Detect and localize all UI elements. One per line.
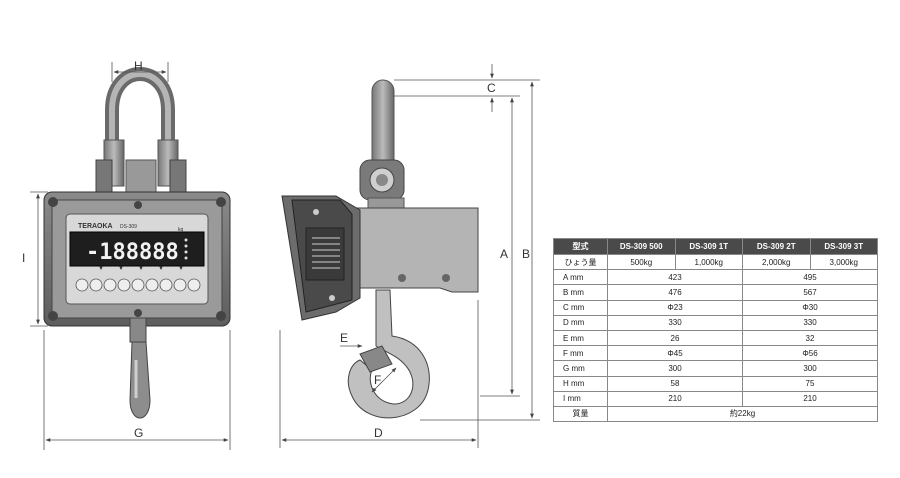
row-value-small: 210: [607, 390, 743, 407]
row-value-small: 423: [607, 269, 743, 286]
row-value-large: 495: [742, 269, 878, 286]
row-label: C mm: [553, 299, 608, 316]
capacity-2t: 2,000kg: [742, 253, 811, 271]
weight-display: -188888: [86, 240, 179, 265]
spec-header-row: 型式 DS-309 500 DS-309 1T DS-309 2T DS-309…: [553, 238, 878, 255]
table-row: B mm 476 567: [553, 284, 878, 301]
row-value-large: 330: [742, 314, 878, 331]
dim-label-i: I: [22, 251, 25, 265]
row-label: F mm: [553, 345, 608, 362]
side-dimensions: [279, 64, 540, 448]
unit-mark: kg: [178, 227, 184, 233]
row-value-small: 476: [607, 284, 743, 301]
capacity-row: ひょう量 500kg 1,000kg 2,000kg 3,000kg: [553, 253, 878, 271]
row-label: D mm: [553, 314, 608, 331]
front-dimensions: [30, 62, 231, 450]
header-model: 型式: [553, 238, 608, 255]
front-view: TERAOKA DS-309 kg -188888: [43, 67, 231, 419]
header-3t: DS-309 3T: [809, 238, 878, 255]
weight-row: 質量 約22kg: [553, 405, 878, 423]
header-2t: DS-309 2T: [742, 238, 811, 255]
weight-value: 約22kg: [607, 405, 878, 423]
table-row: C mm Φ23 Φ30: [553, 299, 878, 316]
row-value-small: 300: [607, 360, 743, 377]
row-value-large: Φ56: [742, 345, 878, 362]
brand-label: TERAOKA: [78, 223, 113, 230]
row-value-large: Φ30: [742, 299, 878, 316]
row-label: I mm: [553, 390, 608, 407]
dim-label-g: G: [134, 426, 143, 440]
weight-label: 質量: [553, 405, 608, 423]
row-value-large: 300: [742, 360, 878, 377]
capacity-3t: 3,000kg: [809, 253, 878, 271]
row-label: E mm: [553, 329, 608, 347]
dim-label-d: D: [374, 426, 383, 440]
row-value-small: 330: [607, 314, 743, 331]
header-1t: DS-309 1T: [674, 238, 743, 255]
row-value-large: 32: [742, 329, 878, 347]
model-plate-label: DS-309: [120, 224, 137, 230]
table-row: F mm Φ45 Φ56: [553, 345, 878, 362]
table-row: D mm 330 330: [553, 314, 878, 331]
header-500: DS-309 500: [607, 238, 676, 255]
dim-label-f: F: [374, 373, 381, 387]
dim-label-c: C: [487, 81, 496, 95]
row-value-small: Φ45: [607, 345, 743, 362]
table-row: G mm 300 300: [553, 360, 878, 377]
row-value-large: 567: [742, 284, 878, 301]
table-row: E mm 26 32: [553, 329, 878, 347]
spec-table: 型式 DS-309 500 DS-309 1T DS-309 2T DS-309…: [553, 238, 878, 423]
row-value-large: 210: [742, 390, 878, 407]
dim-label-a: A: [500, 247, 508, 261]
capacity-label: ひょう量: [553, 253, 608, 271]
table-row: I mm 210 210: [553, 390, 878, 407]
row-label: A mm: [553, 269, 608, 286]
row-label: B mm: [553, 284, 608, 301]
side-view: [281, 79, 479, 419]
row-value-large: 75: [742, 375, 878, 392]
row-label: H mm: [553, 375, 608, 392]
row-label: G mm: [553, 360, 608, 377]
dim-label-e: E: [340, 331, 348, 345]
row-value-small: 26: [607, 329, 743, 347]
capacity-500: 500kg: [607, 253, 676, 271]
dim-label-b: B: [522, 247, 530, 261]
table-row: H mm 58 75: [553, 375, 878, 392]
table-row: A mm 423 495: [553, 269, 878, 286]
row-value-small: 58: [607, 375, 743, 392]
capacity-1t: 1,000kg: [674, 253, 743, 271]
dim-label-h: H: [134, 59, 143, 73]
panel-keys: [75, 278, 201, 292]
row-value-small: Φ23: [607, 299, 743, 316]
